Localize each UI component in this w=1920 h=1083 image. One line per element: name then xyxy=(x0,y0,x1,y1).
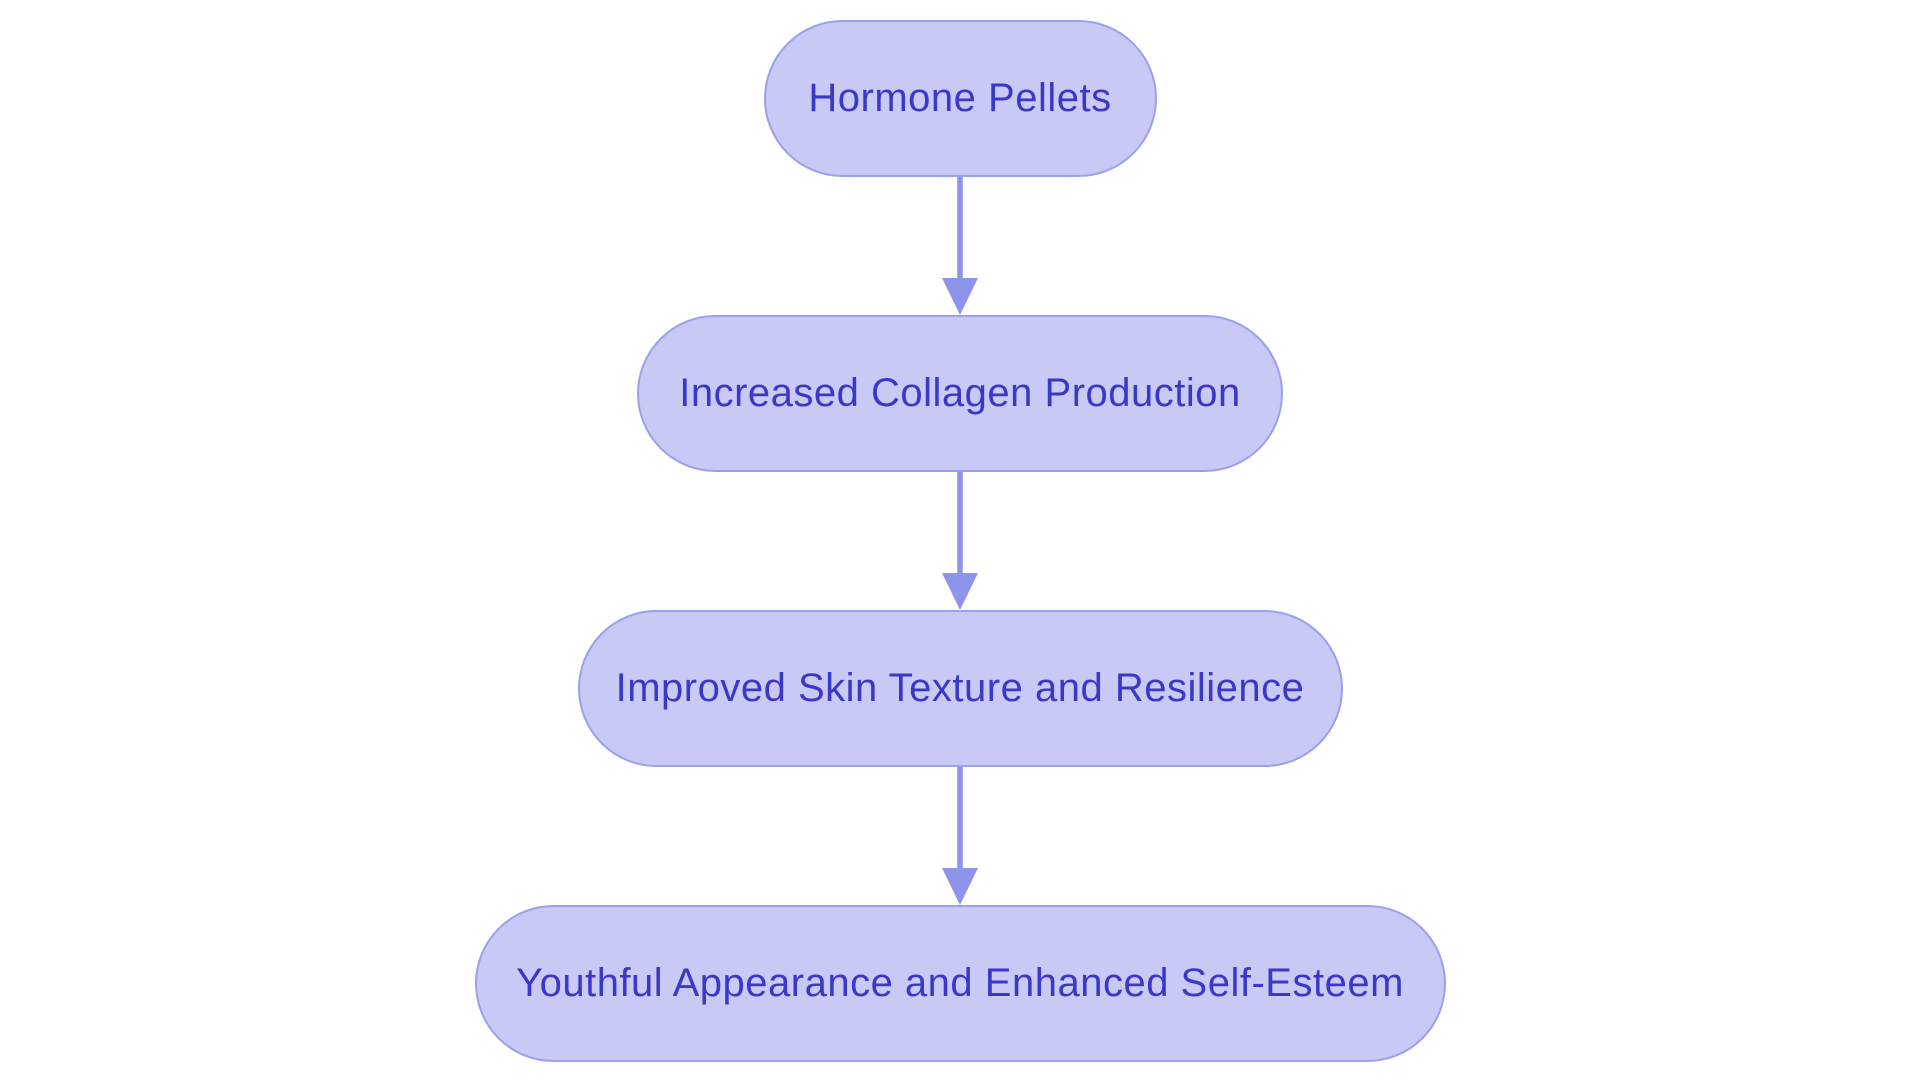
flow-node-increased-collagen-production: Increased Collagen Production xyxy=(637,315,1283,472)
flow-node-youthful-appearance-and-enhanced-self-esteem: Youthful Appearance and Enhanced Self-Es… xyxy=(474,905,1446,1062)
flow-node-label: Improved Skin Texture and Resilience xyxy=(615,666,1305,710)
flow-node-label: Hormone Pellets xyxy=(808,76,1112,120)
flow-node-label: Youthful Appearance and Enhanced Self-Es… xyxy=(516,961,1404,1005)
down-arrow-connector xyxy=(942,767,978,905)
down-arrow-connector xyxy=(942,177,978,315)
flow-node-label: Increased Collagen Production xyxy=(679,371,1241,415)
flow-node-hormone-pellets: Hormone Pellets xyxy=(763,20,1157,177)
flow-node-improved-skin-texture-and-resilience: Improved Skin Texture and Resilience xyxy=(577,610,1343,767)
down-arrow-connector xyxy=(942,472,978,610)
